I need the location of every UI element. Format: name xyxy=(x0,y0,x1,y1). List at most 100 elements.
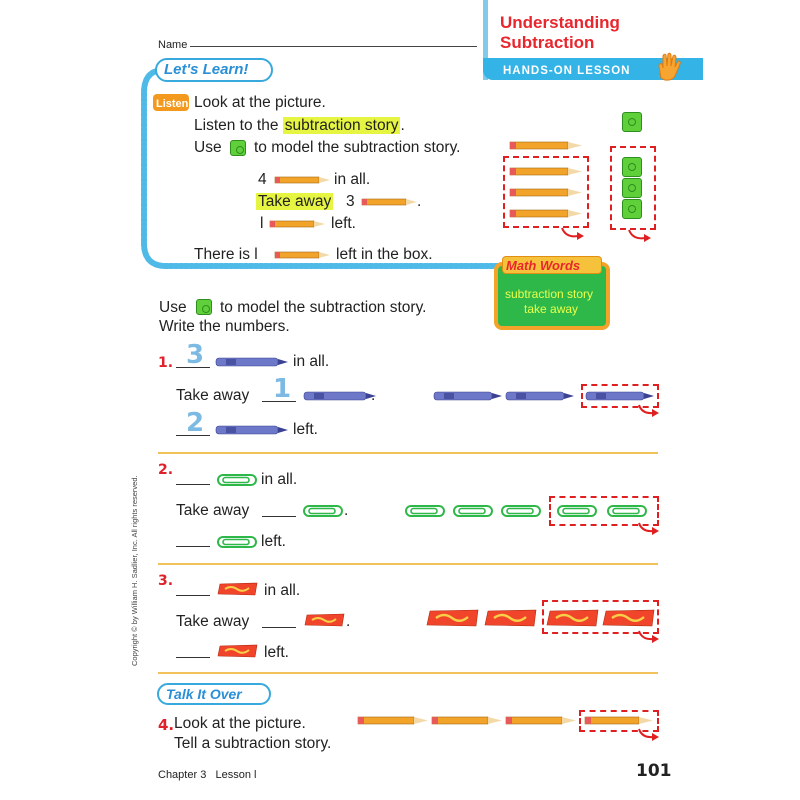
eraser-icon xyxy=(304,613,345,627)
pencil-icon xyxy=(357,716,428,725)
lets-learn-label: Let's Learn! xyxy=(164,61,249,78)
curved-arrow-icon xyxy=(561,227,584,240)
take-away-box xyxy=(581,384,659,408)
answer-blank[interactable] xyxy=(176,657,210,658)
take-away-box xyxy=(542,600,659,634)
pencil-icon xyxy=(584,716,653,725)
answer-blank[interactable] xyxy=(176,484,210,485)
paper-clip-icon xyxy=(607,505,647,517)
cube-icon xyxy=(622,199,642,219)
box-line-prefix: There is l xyxy=(194,246,258,263)
cube-icon xyxy=(622,178,642,198)
problem-number: 2. xyxy=(158,462,174,478)
p1-take-prefix: Take away xyxy=(176,387,250,404)
pencil-icon xyxy=(505,716,576,725)
eraser-icon xyxy=(217,582,258,596)
problem-number: 4. xyxy=(158,716,175,734)
name-line[interactable] xyxy=(190,46,477,47)
story-row3-num: l xyxy=(260,215,264,232)
story-row2-suffix: . xyxy=(417,193,422,210)
paper-clip-icon xyxy=(405,505,445,517)
listen-label: Listen xyxy=(156,98,189,110)
p1-left-text: left. xyxy=(293,421,318,438)
ll-line2: Listen to the subtraction story. xyxy=(194,117,405,135)
pencil-icon xyxy=(509,188,582,197)
curved-arrow-icon xyxy=(638,728,659,741)
paper-clip-icon xyxy=(501,505,541,517)
pencil-icon xyxy=(509,167,582,176)
title-box xyxy=(483,0,703,80)
pencil-icon xyxy=(269,220,325,228)
pencil-icon xyxy=(431,716,502,725)
math-word-1: subtraction story xyxy=(505,287,594,301)
story-row1-num: 4 xyxy=(258,171,267,188)
ll-line1: Look at the picture. xyxy=(194,94,326,111)
p3-take-suffix: . xyxy=(346,613,351,630)
problem-number: 3. xyxy=(158,573,174,589)
listen-badge xyxy=(153,94,189,111)
answer-all[interactable]: 3 xyxy=(186,340,205,370)
copyright-notice: Copyright © by William H. Sadlier, Inc. … xyxy=(130,475,139,666)
p3-left-text: left. xyxy=(264,644,289,661)
take-away-box xyxy=(549,496,659,526)
pencil-icon xyxy=(509,209,582,218)
section-divider xyxy=(158,672,658,674)
title-line1: Understanding xyxy=(500,13,620,32)
curved-arrow-icon xyxy=(638,522,659,535)
name-label: Name xyxy=(158,39,188,51)
p1-take-suffix: . xyxy=(371,387,376,404)
p3-take-prefix: Take away xyxy=(176,613,250,630)
crayon-icon xyxy=(303,391,376,401)
paper-clip-icon xyxy=(303,505,343,517)
math-words-title: Math Words xyxy=(506,258,581,273)
story-row3-text: left. xyxy=(331,215,356,232)
answer-blank[interactable] xyxy=(262,516,296,517)
title-line2: Subtraction xyxy=(500,33,595,52)
crayon-icon xyxy=(215,425,288,435)
instr-line1-prefix: Use xyxy=(159,299,187,316)
problem-number: 1. xyxy=(158,355,174,371)
story-row2-num: 3 xyxy=(346,193,355,210)
crayon-icon xyxy=(505,391,574,401)
curved-arrow-icon xyxy=(638,404,659,417)
answer-left[interactable]: 2 xyxy=(186,408,205,438)
instr-line2: Write the numbers. xyxy=(159,318,290,335)
ll-line3-suffix: to model the subtraction story. xyxy=(254,139,461,156)
crayon-icon xyxy=(585,391,654,401)
take-away-box xyxy=(579,710,659,732)
curved-arrow-icon xyxy=(638,630,659,643)
pencil-icon xyxy=(274,176,330,184)
cube-icon xyxy=(230,140,246,156)
page-number: 101 xyxy=(636,761,672,781)
instr-line1-suffix: to model the subtraction story. xyxy=(220,299,427,316)
answer-blank[interactable] xyxy=(262,627,296,628)
answer-take[interactable]: 1 xyxy=(273,374,292,404)
p2-all-text: in all. xyxy=(261,471,298,488)
take-away-highlight: Take away xyxy=(256,193,334,210)
talk-line1: Look at the picture. xyxy=(174,715,306,732)
talk-it-over-label: Talk It Over xyxy=(166,686,242,702)
story-row2-highlight: Take away xyxy=(256,193,334,211)
paper-clip-icon xyxy=(217,474,257,486)
section-divider xyxy=(158,563,658,565)
eraser-icon xyxy=(484,609,537,627)
curved-arrow-icon xyxy=(628,229,651,242)
answer-blank[interactable] xyxy=(176,435,210,436)
pencil-icon xyxy=(361,198,417,206)
answer-blank[interactable] xyxy=(176,367,210,368)
pencil-icon xyxy=(509,141,582,150)
p1-all-text: in all. xyxy=(293,353,330,370)
answer-blank[interactable] xyxy=(176,595,210,596)
answer-blank[interactable] xyxy=(262,401,296,402)
hands-on-ribbon xyxy=(483,58,703,80)
answer-blank[interactable] xyxy=(176,546,210,547)
pencil-group-box xyxy=(503,156,589,228)
cube-icon xyxy=(622,112,642,132)
chapter-lesson: Chapter 3 Lesson l xyxy=(158,769,257,781)
talk-it-over-badge xyxy=(157,683,271,705)
ribbon-label: HANDS-ON LESSON xyxy=(503,65,631,77)
crayon-icon xyxy=(215,357,288,367)
section-divider xyxy=(158,452,658,454)
math-words-tab xyxy=(502,256,602,274)
crayon-icon xyxy=(433,391,502,401)
